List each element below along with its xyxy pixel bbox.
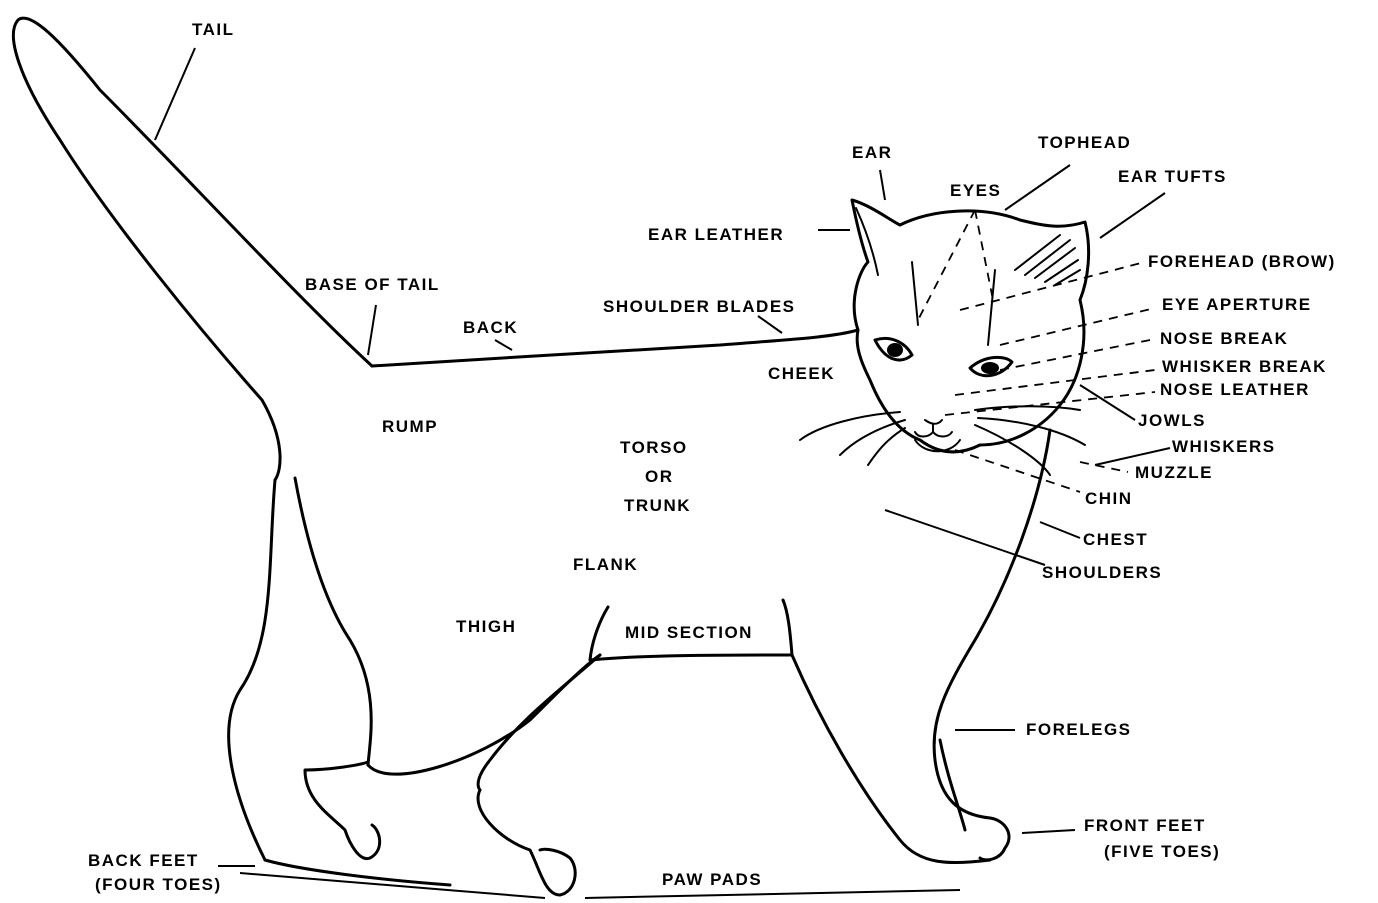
- whiskers-right: [975, 406, 1085, 475]
- label-trunk: TRUNK: [624, 496, 691, 515]
- leader-ear-tufts: [1100, 193, 1165, 238]
- label-nose-break: NOSE BREAK: [1160, 329, 1288, 348]
- back-outline: [372, 330, 858, 366]
- label-rump: RUMP: [382, 417, 438, 436]
- label-back: BACK: [463, 318, 518, 337]
- label-muzzle: MUZZLE: [1135, 463, 1213, 482]
- rear-leg-near: [295, 478, 371, 765]
- nose-mouth: [915, 420, 960, 451]
- label-tail: TAIL: [192, 20, 235, 39]
- labels: TAIL EAR TOPHEAD EYES EAR TUFTS EAR LEAT…: [88, 20, 1336, 894]
- label-eyes: EYES: [950, 181, 1001, 200]
- leader-paw-pads: [585, 890, 960, 898]
- label-torso: TORSO: [620, 438, 688, 457]
- label-base-of-tail: BASE OF TAIL: [305, 275, 440, 294]
- front-leg-near: [792, 655, 990, 863]
- label-five-toes: (FIVE TOES): [1104, 842, 1220, 861]
- leader-eye-aperture: [1000, 308, 1155, 345]
- leader-tophead: [1005, 165, 1070, 210]
- label-chin: CHIN: [1085, 489, 1133, 508]
- leader-ear: [880, 170, 885, 200]
- rear-foot-near: [265, 860, 450, 885]
- label-ear-tufts: EAR TUFTS: [1118, 167, 1227, 186]
- label-back-feet: BACK FEET: [88, 851, 199, 870]
- cat-illustration: [13, 18, 1088, 895]
- thigh-outline: [368, 655, 600, 774]
- label-ear: EAR: [852, 143, 892, 162]
- rear-foot-paw: [478, 790, 575, 895]
- label-chest: CHEST: [1083, 530, 1148, 549]
- label-front-feet: FRONT FEET: [1084, 816, 1206, 835]
- front-leg-far: [934, 430, 1050, 818]
- leader-eyes-left: [918, 210, 975, 320]
- rear-foot-far: [305, 762, 380, 859]
- leader-back-feet-2: [240, 873, 545, 898]
- leader-chin: [955, 450, 1080, 492]
- leader-back: [495, 340, 512, 350]
- label-tophead: TOPHEAD: [1038, 133, 1131, 152]
- label-jowls: JOWLS: [1138, 411, 1206, 430]
- label-whisker-break: WHISKER BREAK: [1162, 357, 1327, 376]
- label-ear-leather: EAR LEATHER: [648, 225, 784, 244]
- left-pupil: [887, 343, 903, 357]
- head-outline: [852, 200, 1089, 452]
- label-forelegs: FORELEGS: [1026, 720, 1132, 739]
- leader-shoulder-blades: [758, 316, 782, 333]
- label-mid-section: MID SECTION: [625, 623, 753, 642]
- leader-chest: [1040, 522, 1080, 538]
- leader-tail: [155, 48, 195, 140]
- right-pupil: [981, 362, 999, 374]
- brow-mark-left: [912, 262, 918, 325]
- label-shoulder-blades: SHOULDER BLADES: [603, 297, 796, 316]
- tail-outline: [13, 18, 372, 480]
- leader-jowls: [1080, 385, 1135, 420]
- rear-leg-far: [229, 480, 275, 860]
- rear-leg-lower: [478, 655, 600, 790]
- label-flank: FLANK: [573, 555, 638, 574]
- label-nose-leather: NOSE LEATHER: [1160, 380, 1310, 399]
- label-cheek: CHEEK: [768, 364, 835, 383]
- leader-whisker-break: [955, 370, 1155, 395]
- label-whiskers: WHISKERS: [1172, 437, 1276, 456]
- ear-tufts-hatching: [1015, 235, 1080, 285]
- label-four-toes: (FOUR TOES): [95, 875, 222, 894]
- leader-front-feet: [1022, 830, 1075, 833]
- label-or: OR: [645, 467, 674, 486]
- whiskers-left: [800, 412, 905, 465]
- label-eye-aperture: EYE APERTURE: [1162, 295, 1312, 314]
- leader-nose-break: [1000, 340, 1150, 370]
- label-shoulders: SHOULDERS: [1042, 563, 1162, 582]
- label-thigh: THIGH: [456, 617, 516, 636]
- leader-forehead: [960, 262, 1145, 310]
- label-forehead: FOREHEAD (BROW): [1148, 252, 1336, 271]
- label-paw-pads: PAW PADS: [662, 870, 762, 889]
- leader-eyes-right: [975, 210, 993, 300]
- leader-base-of-tail: [368, 305, 376, 355]
